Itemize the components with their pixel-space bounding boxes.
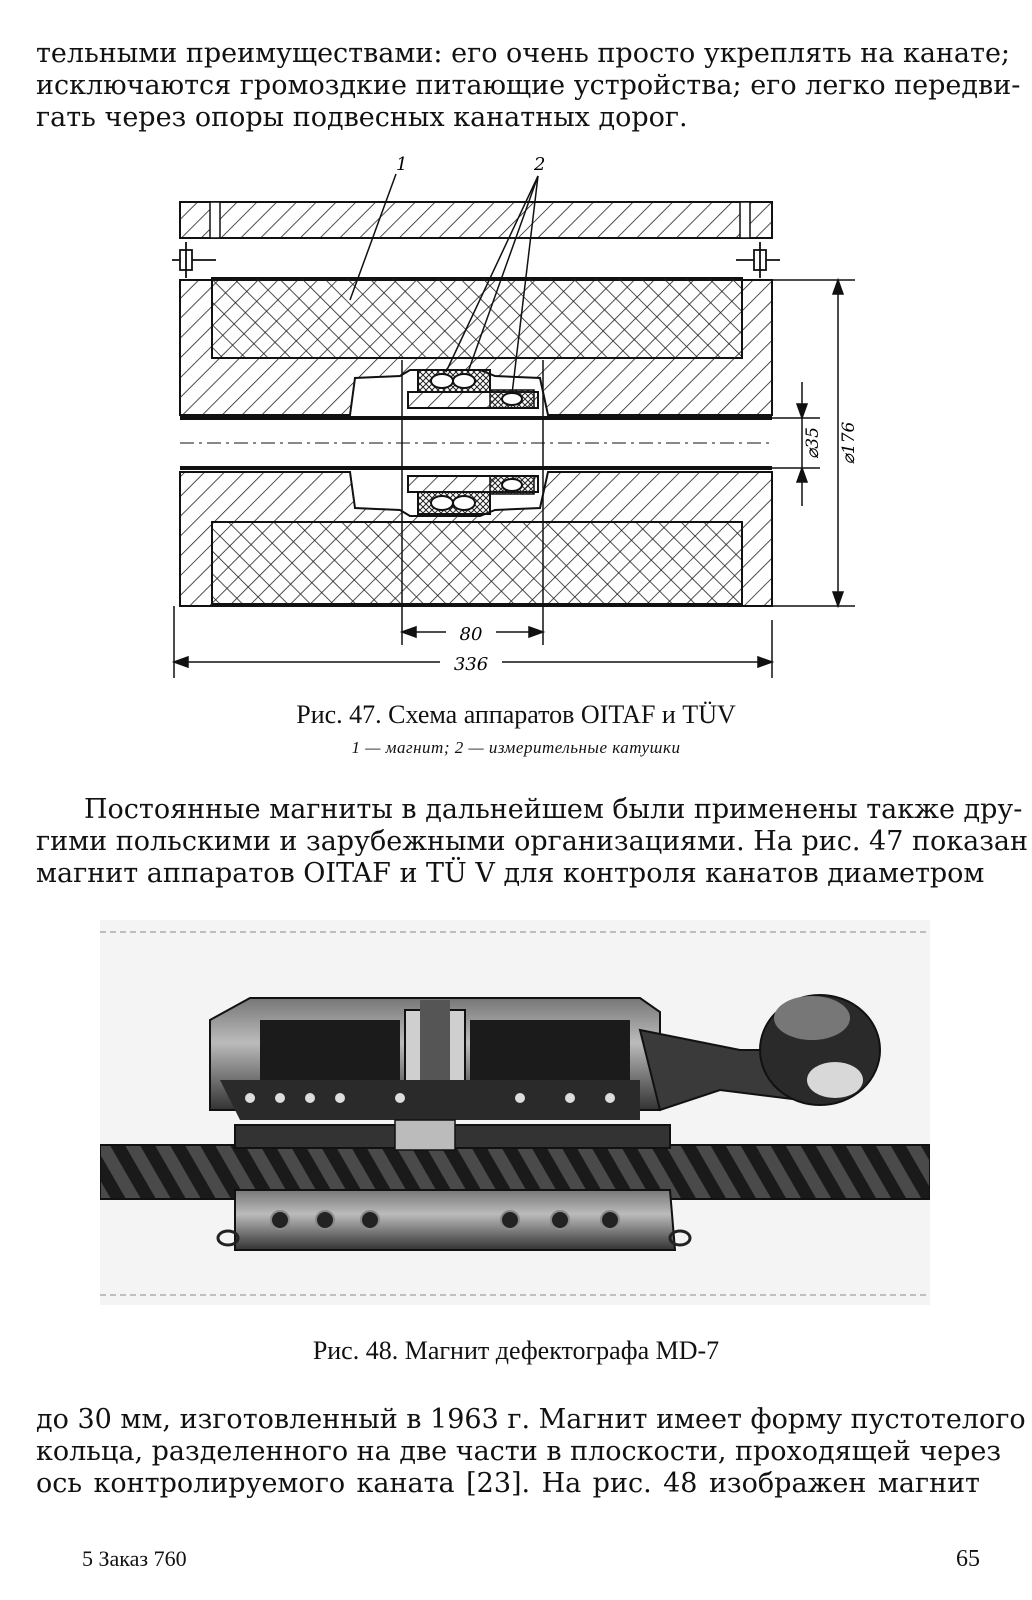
figure-47-legend: 1 — магнит; 2 — измерительные катушки [351, 738, 681, 757]
page-number: 65 [956, 1546, 980, 1572]
print-order-mark: 5 Заказ 760 [82, 1546, 187, 1571]
callout-leaders [349, 173, 539, 395]
paragraph-1: тельными преимуществами: его очень прост… [36, 38, 1021, 134]
text-line: гими польскими и зарубежными организация… [36, 826, 1029, 857]
right-screw [736, 242, 780, 278]
lower-coils [407, 475, 539, 515]
text-line: до 30 мм, изготовленный в 1963 г. Магнит… [36, 1404, 1026, 1435]
figure-47-caption: Рис. 47. Схема аппаратов OITAF и TÜV [296, 700, 736, 729]
callout-1-label: 1 [396, 154, 407, 175]
magnet-lower-half [216, 1119, 692, 1251]
dim-total-length: 336 [454, 654, 488, 675]
figure-48-caption: Рис. 48. Магнит дефектографа MD-7 [312, 1336, 720, 1365]
dim-coil-length: 80 [460, 624, 483, 645]
paragraph-3: до 30 мм, изготовленный в 1963 г. Магнит… [36, 1404, 1026, 1500]
top-plate [179, 201, 773, 239]
left-screw [172, 242, 216, 278]
magnet-upper-half [209, 997, 661, 1120]
rope-channel [180, 416, 772, 470]
length-dimensions [171, 606, 775, 678]
text-line: кольца, разделенного на две части в плос… [36, 1436, 1002, 1467]
dim-inner-diameter: ⌀35 [803, 427, 823, 459]
text-line: исключаются громоздкие питающие устройст… [36, 70, 1021, 101]
diameter-dimensions [772, 277, 855, 609]
figure-47-drawing: 1 2 ⌀35 ⌀176 [150, 150, 870, 690]
text-line: магнит аппаратов OITAF и TÜ V для контро… [36, 858, 985, 889]
handle-arm [638, 994, 881, 1112]
callout-2-label: 2 [533, 154, 545, 175]
dim-outer-diameter: ⌀176 [839, 421, 859, 464]
figure-48-photo [100, 920, 930, 1305]
text-line: тельными преимуществами: его очень прост… [36, 38, 1011, 69]
text-line: гать через опоры подвесных канатных доро… [36, 102, 688, 133]
text-line: ось контролируемого каната [23]. На рис.… [36, 1468, 980, 1499]
upper-coils [407, 369, 539, 409]
paragraph-2: Постоянные магниты в дальнейшем были при… [36, 794, 1029, 890]
lower-housing [179, 471, 773, 607]
text-line: Постоянные магниты в дальнейшем были при… [84, 794, 1023, 825]
